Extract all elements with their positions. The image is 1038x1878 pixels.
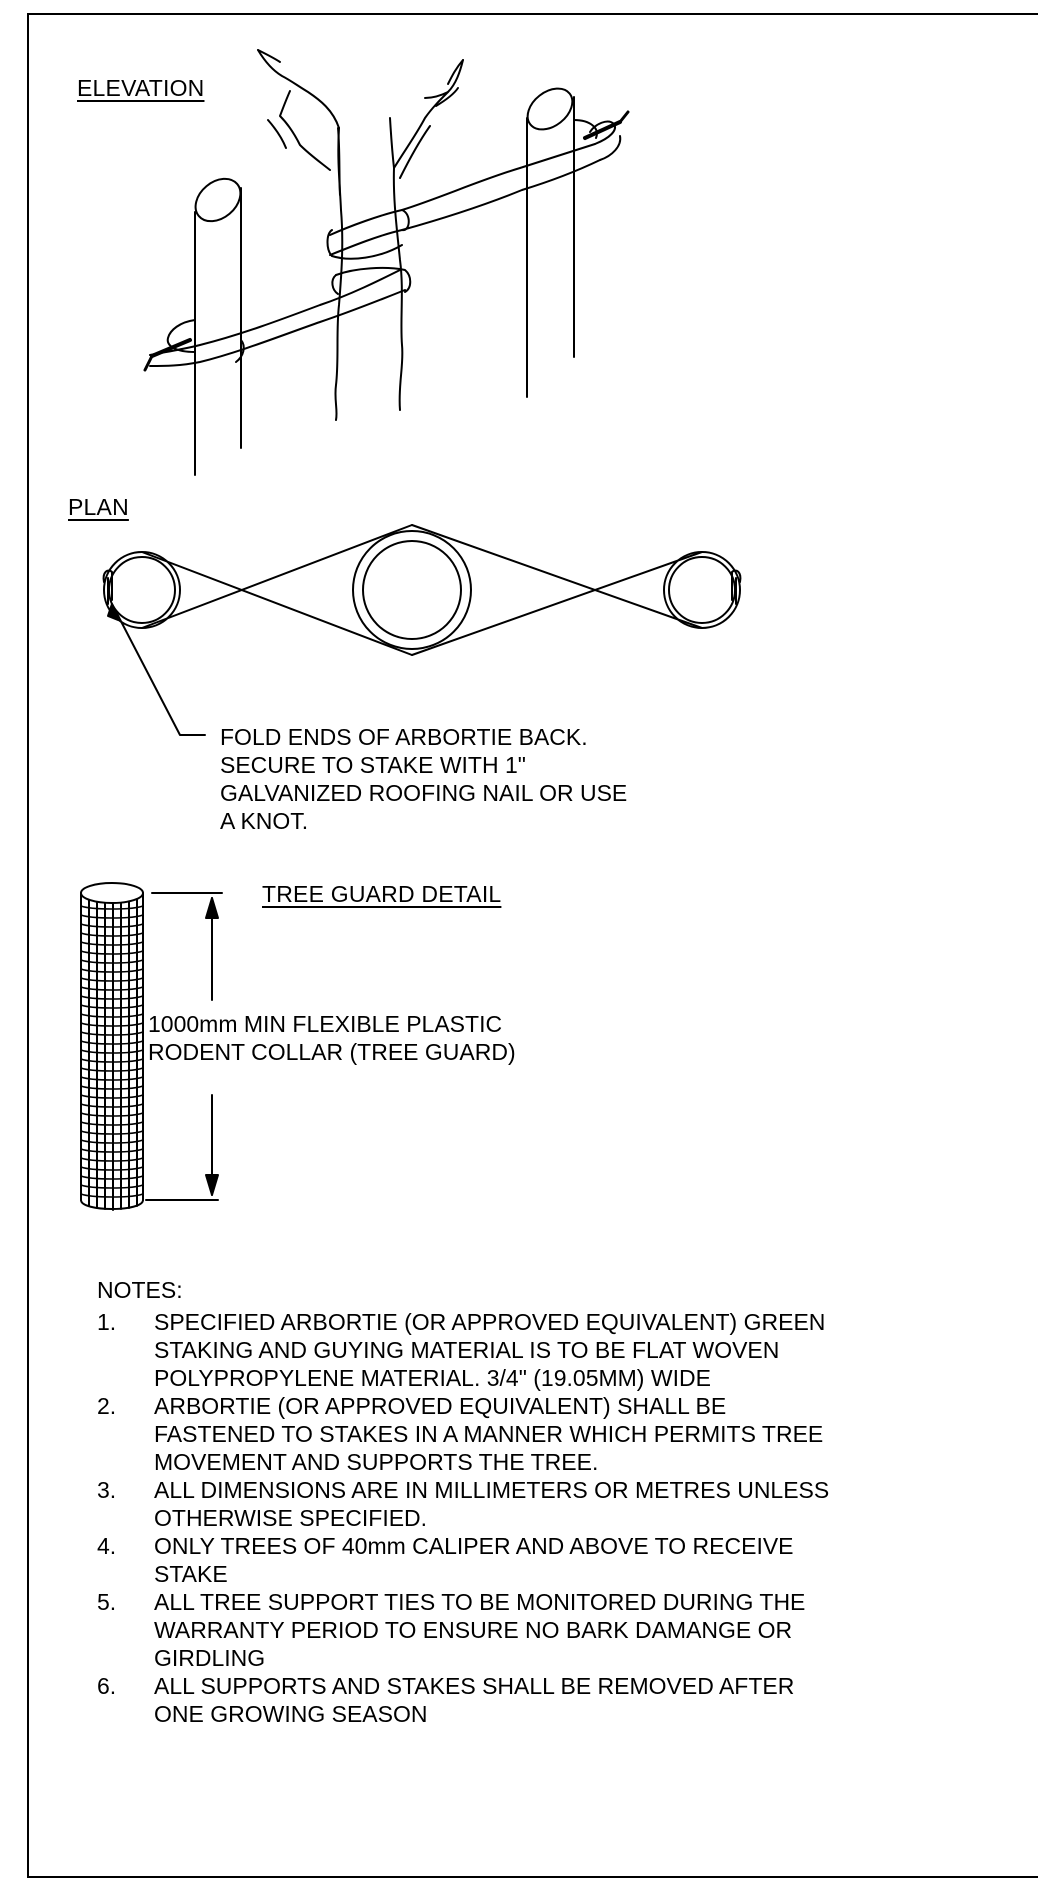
tree-trunk [257, 49, 464, 421]
left-stake [194, 177, 242, 476]
tree-guard-heading: TREE GUARD DETAIL [262, 881, 502, 907]
fold-ends-line-2: SECURE TO STAKE WITH 1" [220, 752, 526, 778]
note-text: ONLY TREES OF 40mm CALIPER AND ABOVE TO … [154, 1533, 794, 1587]
right-stake [526, 87, 575, 398]
note-number: 5. [97, 1589, 117, 1615]
fold-ends-line-3: GALVANIZED ROOFING NAIL OR USE [220, 780, 628, 806]
note-text: ALL SUPPORTS AND STAKES SHALL BE REMOVED… [154, 1673, 795, 1727]
tree-guard [80, 882, 223, 1211]
note-item: 2. ARBORTIE (OR APPROVED EQUIVALENT) SHA… [97, 1392, 829, 1476]
note-item: 3. ALL DIMENSIONS ARE IN MILLIMETERS OR … [97, 1476, 829, 1532]
notes-heading: NOTES: [97, 1277, 183, 1303]
note-number: 4. [97, 1533, 117, 1559]
note-item: 5. ALL TREE SUPPORT TIES TO BE MONITORED… [97, 1588, 829, 1672]
fold-ends-line-4: A KNOT. [220, 808, 309, 834]
note-text: ALL DIMENSIONS ARE IN MILLIMETERS OR MET… [154, 1477, 830, 1531]
note-text: ALL TREE SUPPORT TIES TO BE MONITORED DU… [154, 1589, 806, 1671]
fold-ends-line-1: FOLD ENDS OF ARBORTIE BACK. [220, 724, 588, 750]
fold-ends-callout: FOLD ENDS OF ARBORTIE BACK. SECURE TO ST… [220, 723, 627, 835]
note-item: 1. SPECIFIED ARBORTIE (OR APPROVED EQUIV… [97, 1308, 829, 1392]
note-number: 6. [97, 1673, 117, 1699]
elevation-view [143, 49, 630, 476]
plan-view [102, 524, 742, 736]
note-number: 3. [97, 1477, 117, 1503]
notes-block: NOTES: 1. SPECIFIED ARBORTIE (OR APPROVE… [97, 1276, 829, 1728]
tree-guard-dim-line-2: RODENT COLLAR (TREE GUARD) [148, 1039, 516, 1065]
note-item: 4. ONLY TREES OF 40mm CALIPER AND ABOVE … [97, 1532, 829, 1588]
tree-guard-dim-line-1: 1000mm MIN FLEXIBLE PLASTIC [148, 1011, 503, 1037]
note-text: SPECIFIED ARBORTIE (OR APPROVED EQUIVALE… [154, 1309, 826, 1391]
elevation-heading: ELEVATION [77, 75, 205, 101]
note-item: 6. ALL SUPPORTS AND STAKES SHALL BE REMO… [97, 1672, 829, 1728]
note-number: 1. [97, 1309, 117, 1335]
arbortie-ties [149, 119, 622, 367]
plan-heading: PLAN [68, 494, 129, 520]
nails [143, 110, 630, 372]
note-text: ARBORTIE (OR APPROVED EQUIVALENT) SHALL … [154, 1393, 824, 1475]
note-number: 2. [97, 1393, 117, 1419]
tree-guard-dimension-callout: 1000mm MIN FLEXIBLE PLASTIC RODENT COLLA… [148, 1010, 516, 1066]
